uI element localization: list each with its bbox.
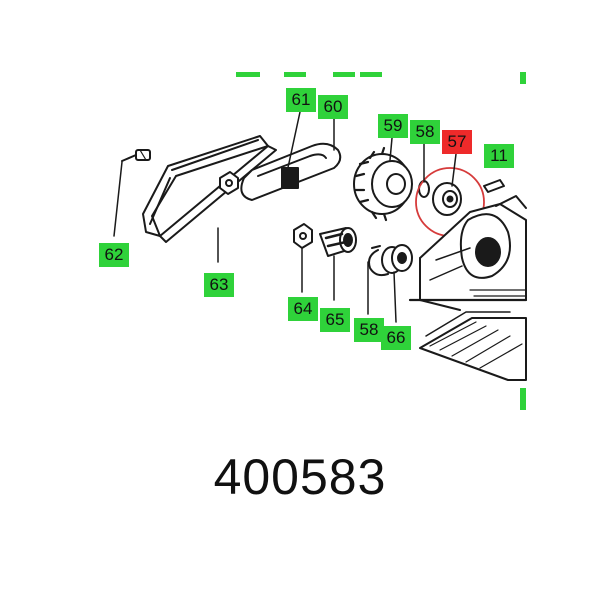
hex-nut-small	[219, 171, 239, 195]
pin-11	[483, 179, 505, 193]
callout-58-upper: 58	[410, 120, 440, 144]
screw-62	[121, 149, 151, 162]
circlip-58-lower	[368, 245, 389, 277]
bearing-66	[381, 244, 413, 274]
callout-66: 66	[381, 326, 411, 350]
callout-60: 60	[318, 95, 348, 119]
cropped-label-bar	[284, 72, 306, 77]
callout-65: 65	[320, 308, 350, 332]
hex-nut-64	[293, 223, 313, 249]
callout-63: 63	[204, 273, 234, 297]
cropped-label-bar	[360, 72, 382, 77]
cropped-label-edge	[520, 388, 526, 410]
callout-58-lower: 58	[354, 318, 384, 342]
callout-59: 59	[378, 114, 408, 138]
part-number: 400583	[213, 449, 387, 505]
callout-62: 62	[99, 243, 129, 267]
sander-housing	[408, 195, 528, 311]
sanding-pad-base	[419, 311, 527, 381]
callout-57: 57	[442, 130, 472, 154]
toothed-pulley-59	[353, 146, 413, 222]
cropped-label-bar	[236, 72, 260, 77]
leader-lines	[113, 111, 457, 323]
cropped-label-edge	[520, 72, 526, 84]
idler-arm-61	[240, 142, 342, 201]
cropped-label-bar	[333, 72, 355, 77]
bearing-57	[432, 182, 462, 216]
callout-11: 11	[484, 144, 514, 168]
callout-64: 64	[288, 297, 318, 321]
callout-61: 61	[286, 88, 316, 112]
bushing-65	[319, 227, 357, 257]
